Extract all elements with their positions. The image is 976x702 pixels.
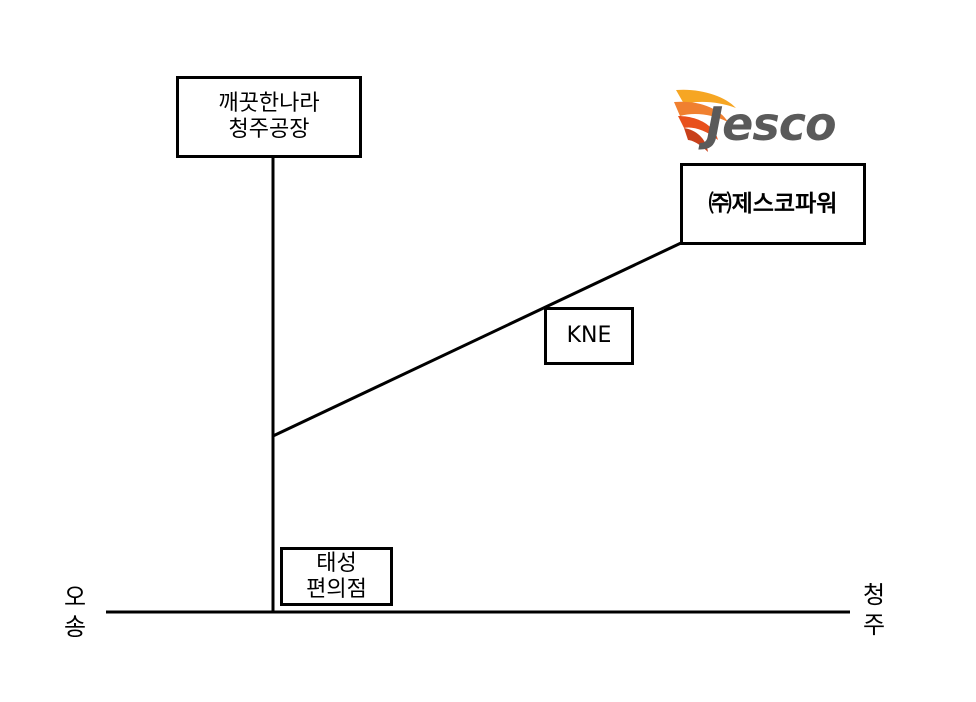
store-name-line1: 태성 xyxy=(316,550,357,576)
kne-name: KNE xyxy=(566,323,612,348)
kne-box: KNE xyxy=(544,307,634,365)
jesco-box: ㈜제스코파워 xyxy=(680,163,866,245)
logo-swoosh-icon xyxy=(674,89,736,152)
road-end-left-char2: 송 xyxy=(64,613,87,641)
road-end-left-label: 오 송 xyxy=(64,582,86,642)
logo-text: Jesco xyxy=(706,97,837,151)
road-end-right-char2: 주 xyxy=(863,611,886,639)
jesco-name: ㈜제스코파워 xyxy=(708,191,838,217)
store-name-line2: 편의점 xyxy=(306,576,367,602)
road-end-right-char1: 청 xyxy=(863,581,886,609)
store-box: 태성 편의점 xyxy=(280,547,393,606)
factory-name-line1: 깨끗한나라 xyxy=(218,91,320,116)
factory-box: 깨끗한나라 청주공장 xyxy=(176,76,362,158)
road-end-right-label: 청 주 xyxy=(863,580,885,640)
jesco-logo: Jesco xyxy=(670,82,870,158)
side-road-diagonal xyxy=(272,241,682,438)
factory-name-line2: 청주공장 xyxy=(228,117,310,142)
road-end-left-char1: 오 xyxy=(64,583,87,611)
